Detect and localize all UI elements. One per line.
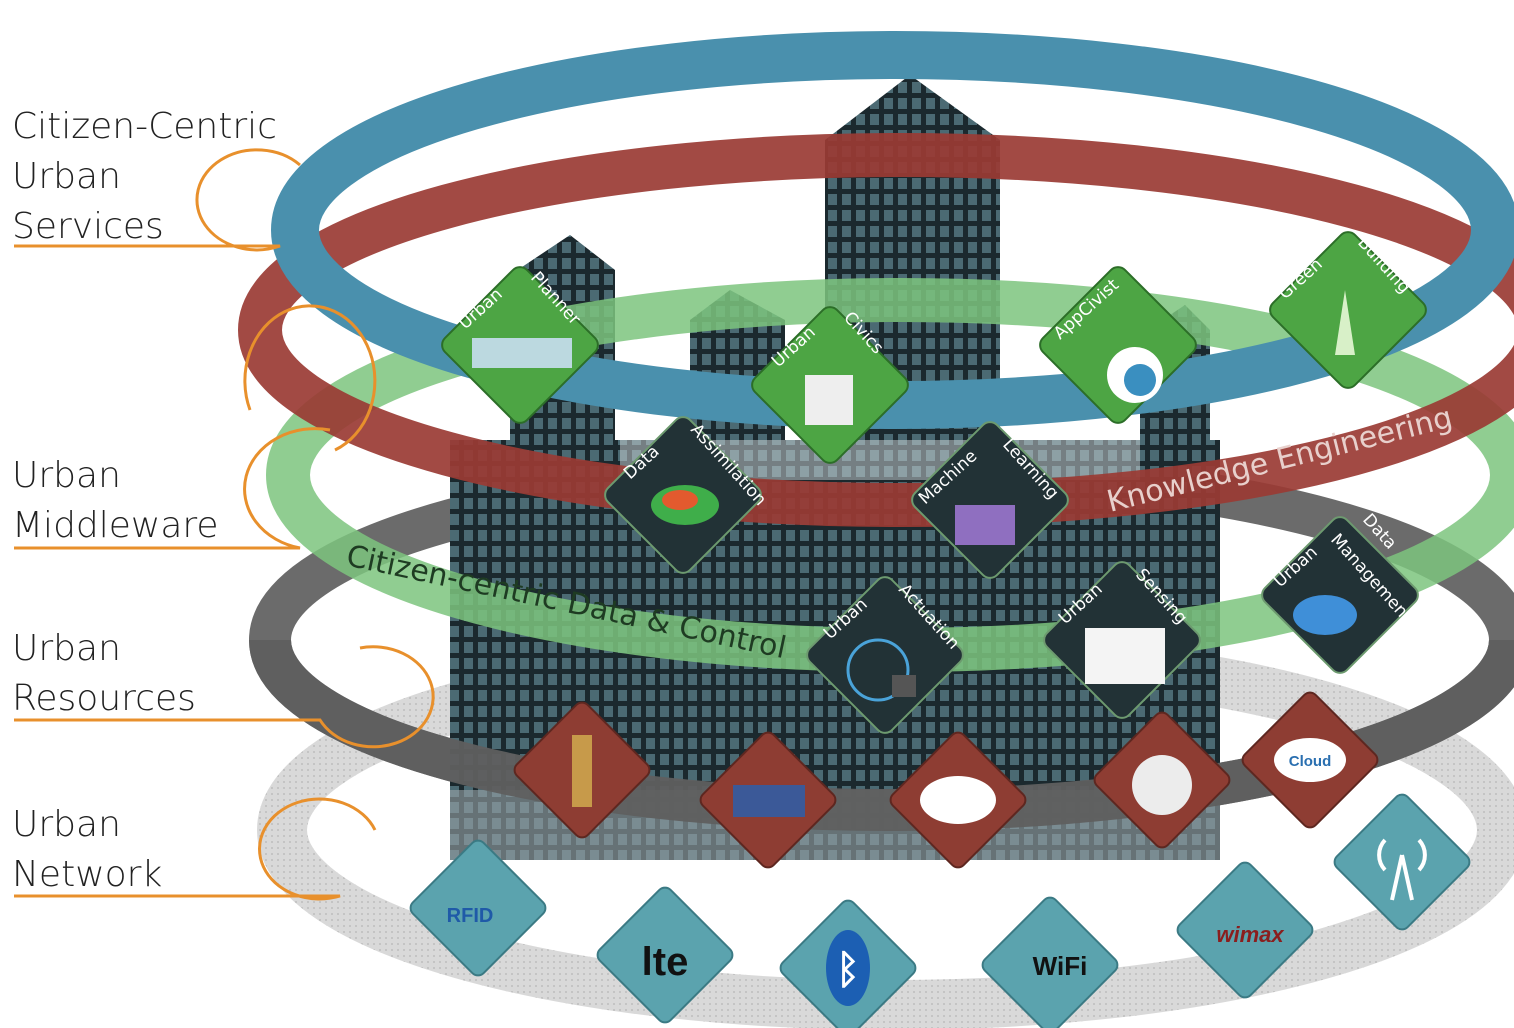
tile-wimax <box>1176 861 1314 999</box>
tile-label-wifi: WiFi <box>1033 951 1088 981</box>
tile-rfid <box>409 839 547 977</box>
globe-network-icon <box>846 638 910 702</box>
bluetooth-glyph: ᛒ <box>836 947 860 993</box>
orange-loops <box>14 148 435 901</box>
tile-urban-actuation <box>806 576 964 734</box>
cloud-storage-icon <box>1293 595 1357 635</box>
label-urban-middleware: Urban Middleware <box>12 455 219 546</box>
label-citizen-centric-urban-services: Citizen-Centric Urban Services <box>12 106 277 247</box>
ballot-box-icon <box>805 375 853 425</box>
smart-meter-icon <box>1132 755 1192 815</box>
tile-label-cloud: Cloud <box>1289 753 1332 770</box>
label-urban-network: Urban Network <box>12 804 163 895</box>
urban-planner-image <box>472 338 572 368</box>
resources-ring-front <box>249 639 1514 831</box>
tile-lte <box>596 886 734 1024</box>
data-cloud-icon <box>920 776 996 824</box>
tile-label-rfid: RFID <box>447 905 494 927</box>
person-icon <box>572 735 592 807</box>
antenna-tower-icon <box>1377 838 1427 901</box>
services-ring <box>271 31 1514 429</box>
tile-urban-data-management <box>1261 516 1419 674</box>
robot-books-icon <box>955 505 1015 545</box>
tile-wifi <box>981 896 1119 1028</box>
tile-machine-learning <box>911 421 1069 579</box>
tile-label-lte: lte <box>642 940 689 984</box>
green-building-icon <box>1335 290 1355 355</box>
cloud-icon <box>1274 738 1346 782</box>
remote-control-icon <box>892 675 916 697</box>
globe-icon <box>1124 364 1156 396</box>
label-urban-resources: Urban Resources <box>12 628 196 719</box>
heatmap-hotspot <box>662 490 698 510</box>
sensing-dashboard-icon <box>1085 628 1165 684</box>
bluetooth-icon <box>826 930 870 1006</box>
social-media-icons <box>733 785 805 817</box>
tile-label-wimax: wimax <box>1216 922 1284 947</box>
